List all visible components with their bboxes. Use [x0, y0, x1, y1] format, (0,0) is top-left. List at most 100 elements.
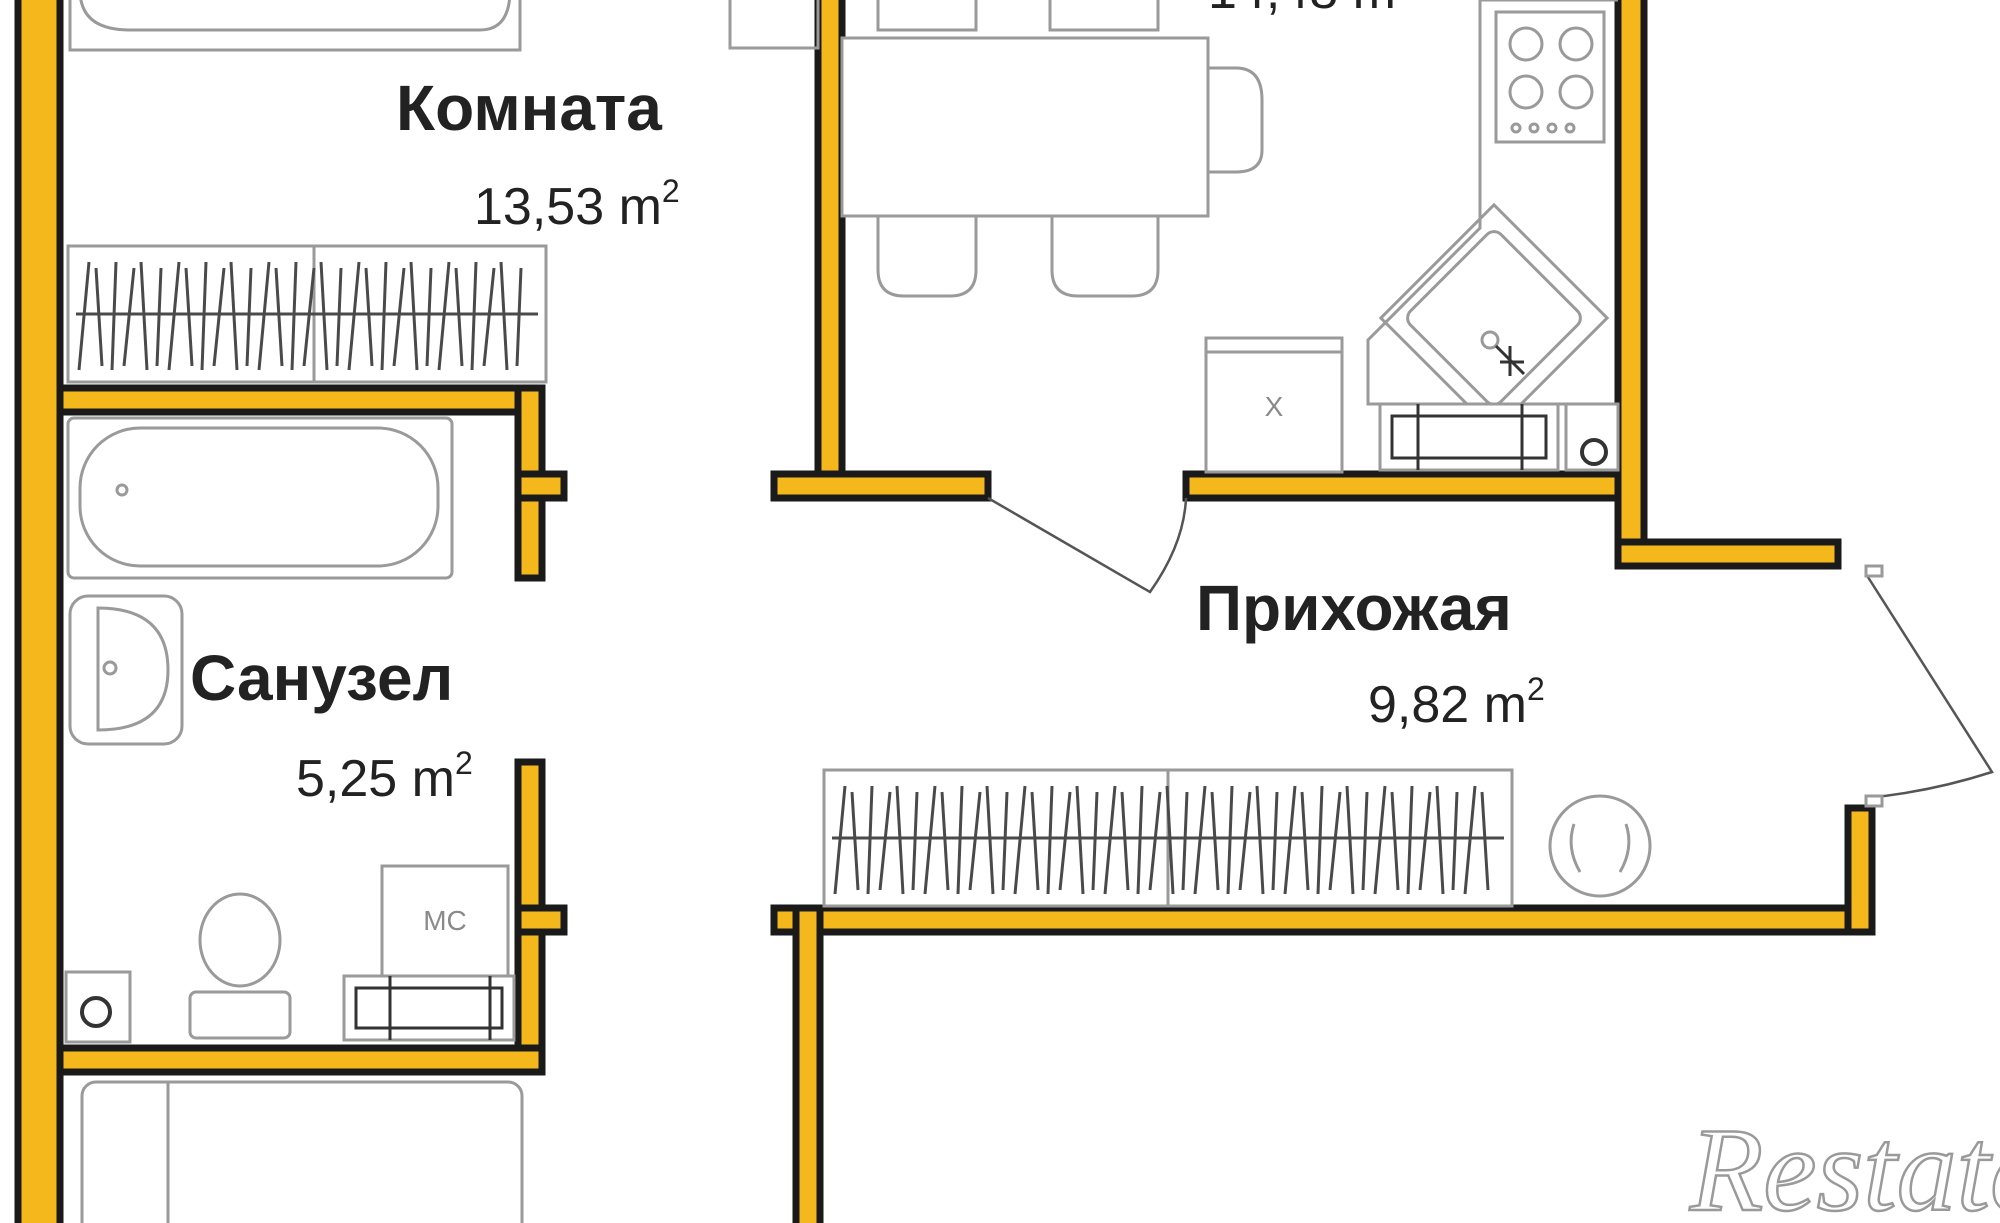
hanger-line: [274, 267, 284, 367]
hanger-line: [290, 261, 298, 371]
room-furniture: [66, 0, 548, 384]
riser-box: [64, 970, 132, 1044]
wall-kitchen-bottom-left: [770, 470, 992, 502]
kitchen-duct: [1378, 402, 1560, 472]
hanger-line: [1451, 791, 1459, 891]
hanger-line: [392, 267, 406, 367]
hallway-round-fixture-inner: [1569, 823, 1631, 873]
hanger-line: [319, 261, 329, 371]
toilet-bowl: [198, 892, 282, 988]
hanger-line: [155, 267, 163, 367]
hanger-line: [184, 267, 194, 367]
lower-fixture: [80, 1080, 524, 1223]
entrance-door-swing: [1864, 573, 1994, 800]
hanger-line: [77, 261, 91, 371]
wall-bathroom-top: [56, 384, 544, 416]
kitchen-sink: [1378, 202, 1610, 434]
hanger-line: [1328, 791, 1342, 891]
bathroom-area: 5,25 m2: [296, 745, 473, 808]
hanger-line: [122, 267, 136, 367]
hanger-line: [364, 267, 374, 367]
hanger-line: [257, 261, 271, 371]
wall-hallway-top-right: [1614, 538, 1842, 570]
hanger-line: [1373, 785, 1387, 895]
hanger-line: [895, 785, 905, 895]
hanger-line: [878, 791, 892, 891]
hanger-line: [245, 267, 253, 367]
hanger-line: [1181, 791, 1189, 891]
stove-knobs: [1510, 122, 1576, 134]
wall-kitchen-bottom-right: [1182, 470, 1624, 502]
hallway-name: Прихожая: [1196, 572, 1512, 644]
bathroom-name: Санузел: [190, 642, 453, 714]
hallway-furniture: [822, 768, 1652, 908]
washing-machine-label: МС: [423, 905, 467, 936]
entrance-door-frame-bottom: [1864, 794, 1884, 808]
hanger-line: [167, 261, 181, 371]
wardrobe: [66, 244, 548, 384]
wardrobe-hangers: [77, 261, 523, 371]
bathtub-drain: [115, 483, 129, 497]
chair-bottom-left: [876, 216, 978, 298]
chair-top-right: [1048, 0, 1160, 32]
hanger-line: [1226, 785, 1234, 895]
hanger-line: [985, 785, 995, 895]
wall-hallway-right-stub: [1844, 804, 1876, 936]
hanger-line: [212, 267, 226, 367]
room-area: 13,53 m2: [474, 173, 680, 236]
stove-burner-4: [1558, 74, 1594, 110]
hanger-line: [1463, 785, 1477, 895]
hanger-line: [850, 791, 860, 891]
hanger-line: [499, 261, 509, 371]
hallway-wardrobe-hangers: [833, 785, 1490, 895]
kitchen-riser-icon: [1580, 438, 1608, 466]
hanger-line: [200, 261, 208, 371]
hanger-line: [1361, 791, 1369, 891]
toilet-tank: [188, 990, 292, 1040]
hanger-line: [956, 785, 964, 895]
hallway-round-fixture: [1548, 794, 1652, 898]
hanger-line: [1030, 791, 1040, 891]
hanger-line: [470, 261, 478, 371]
stove-burner-2: [1558, 26, 1594, 62]
hanger-line: [1193, 785, 1207, 895]
hanger-line: [380, 261, 388, 371]
hanger-line: [923, 785, 937, 895]
hanger-line: [968, 791, 982, 891]
hanger-line: [1418, 791, 1432, 891]
wall-left-exterior: [14, 0, 64, 1223]
hanger-line: [1046, 785, 1054, 895]
hanger-line: [110, 261, 118, 371]
hanger-line: [1480, 791, 1490, 891]
hanger-line: [1091, 791, 1099, 891]
kitchen-cabinet: [728, 0, 820, 50]
hanger-line: [302, 267, 316, 367]
hanger-line: [515, 267, 523, 367]
stove: [1494, 10, 1606, 144]
hanger-line: [482, 267, 496, 367]
wall-hallway-bottom: [770, 904, 1876, 936]
hanger-line: [1075, 785, 1085, 895]
bed: [68, 0, 522, 52]
washbasin: [68, 594, 184, 746]
hanger-line: [454, 267, 464, 367]
hanger-line: [1390, 791, 1400, 891]
hanger-line: [437, 261, 451, 371]
hanger-line: [94, 267, 104, 367]
kitchen-door-swing: [987, 496, 1188, 594]
hanger-line: [833, 785, 847, 895]
doors: [987, 496, 1994, 808]
hanger-line: [409, 261, 419, 371]
hanger-line: [1316, 785, 1324, 895]
hanger-line: [940, 791, 950, 891]
dining-table: [840, 36, 1210, 218]
washbasin-tap: [102, 660, 118, 676]
hanger-line: [1345, 785, 1355, 895]
walls: [14, 0, 1876, 1223]
watermark-logo: Restate: [1689, 1103, 2000, 1223]
wall-kitchen-left: [814, 0, 846, 494]
hanger-line: [1136, 785, 1144, 895]
hanger-line: [1435, 785, 1445, 895]
hanger-line: [335, 267, 343, 367]
chair-bottom-right: [1050, 216, 1160, 298]
